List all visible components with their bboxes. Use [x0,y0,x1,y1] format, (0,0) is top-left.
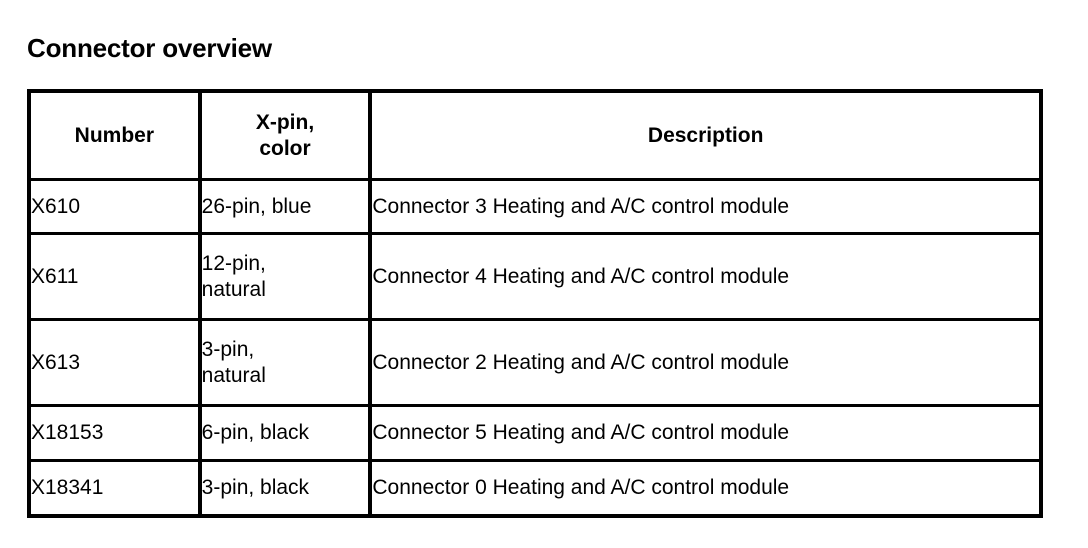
cell-number: X611 [29,233,202,321]
cell-pin-color: 12-pin, natural [199,233,373,321]
column-header-number: Number [29,91,202,181]
table-row: X18153 6-pin, black Connector 5 Heating … [29,405,1041,462]
column-header-pin-line2: color [259,136,311,160]
cell-pin-color: 3-pin, black [199,460,373,516]
table-body: X610 26-pin, blue Connector 3 Heating an… [29,179,1041,516]
cell-pin-color: 3-pin, natural [199,319,373,407]
table-row: X610 26-pin, blue Connector 3 Heating an… [29,179,1041,235]
cell-description: Connector 0 Heating and A/C control modu… [372,476,790,499]
cell-description: Connector 2 Heating and A/C control modu… [370,319,1041,407]
table-row: X18341 3-pin, black Connector 0 Heating … [29,460,1041,516]
cell-number: X610 [29,179,202,235]
cell-pin-line1: 6-pin, black [201,421,310,444]
cell-pin-line2: natural [201,277,266,301]
cell-number: X18153 [29,405,202,462]
table-header: Number X-pin, color Description [29,91,1041,181]
table-row: X613 3-pin, natural Connector 2 Heating … [29,319,1041,407]
connector-overview-table: Number X-pin, color Description X610 26-… [27,89,1043,518]
cell-description: Connector 4 Heating and A/C control modu… [370,233,1041,321]
cell-pin-line1: 26-pin, blue [201,194,312,218]
table-row: X611 12-pin, natural Connector 4 Heating… [29,233,1041,321]
cell-pin-color: 6-pin, black [199,405,373,462]
cell-pin-line2: natural [201,363,266,387]
cell-pin-line1: 12-pin, [201,251,266,275]
cell-description: Connector 5 Heating and A/C control modu… [370,405,1041,462]
cell-number: X613 [29,319,202,407]
cell-pin-color: 26-pin, blue [199,179,373,235]
page-title: Connector overview [27,33,272,64]
cell-number: X18341 [29,460,202,516]
table-header-row: Number X-pin, color Description [29,91,1041,181]
cell-pin-line1: 3-pin, [201,337,255,361]
column-header-description: Description [370,91,1041,181]
cell-description: Connector 3 Heating and A/C control modu… [370,179,1041,235]
column-header-pin-line1: X-pin, [255,110,315,134]
column-header-pin-color: X-pin, color [199,91,373,181]
cell-pin-line1: 3-pin, black [201,476,310,499]
